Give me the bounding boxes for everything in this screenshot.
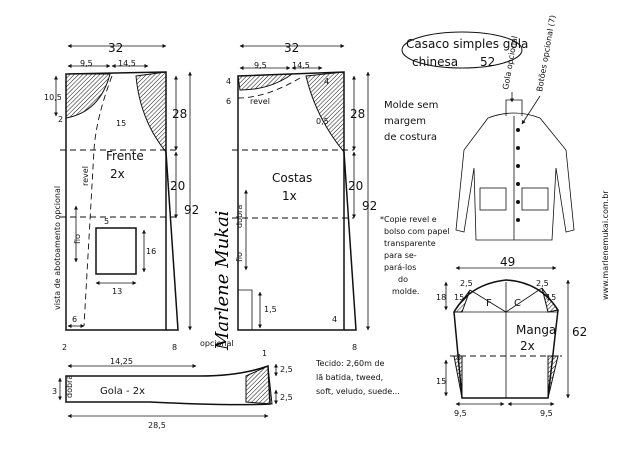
molde-line3: de costura — [384, 132, 437, 143]
manga-piece: 49 Manga 2x 18 15 15 2,5 2,5 62 15 3 9,5… — [436, 255, 587, 418]
manga-name: Manga — [516, 323, 556, 337]
copie-line1: *Copie revel e — [380, 215, 437, 224]
frente-hem-bottom-right: 8 — [172, 343, 177, 352]
molde-line1: Molde sem — [384, 100, 438, 111]
manga-c: C — [514, 298, 521, 309]
tecido-line3: soft, veludo, suede... — [316, 387, 400, 396]
costas-width: 32 — [284, 41, 299, 55]
gola-l: 1 — [262, 349, 267, 358]
costas-armhole: 28 — [350, 107, 365, 121]
frente-armhole: 28 — [172, 107, 187, 121]
manga-top-r: 2,5 — [536, 279, 549, 288]
title-bubble — [401, 31, 523, 69]
costas-piece: 32 9,5 14,5 4 4 6 revel 28 0,5 20 92 Cos… — [200, 41, 377, 352]
frente-hem-left: 6 — [72, 315, 77, 324]
costas-shoulder: 14,5 — [292, 61, 310, 70]
gola-h2: 2,5 — [280, 393, 293, 402]
frente-neck: 9,5 — [80, 59, 93, 68]
frente-shoulder: 14,5 — [118, 59, 136, 68]
signature: Marlene Mukai — [212, 210, 233, 351]
title-size: 52 — [480, 55, 495, 69]
costas-lower: 20 — [348, 179, 363, 193]
gola-h1: 2,5 — [280, 365, 293, 374]
costas-neck: 9,5 — [254, 61, 267, 70]
frente-name: Frente — [106, 149, 144, 163]
frente-side-drop: 2 — [58, 115, 63, 124]
manga-total: 62 — [572, 325, 587, 339]
costas-revel: revel — [250, 97, 270, 106]
frente-count: 2x — [110, 167, 125, 181]
frente-bolso-h: 16 — [146, 247, 156, 256]
manga-mark: 3 — [456, 353, 461, 362]
costas-fio: fio — [235, 252, 244, 262]
frente-piece: 32 9,5 14,5 10,5 2 28 15 20 92 Frente 2x… — [44, 41, 199, 352]
frente-neck-drop: 10,5 — [44, 93, 62, 102]
costas-c: 6 — [226, 97, 231, 106]
manga-width: 49 — [500, 255, 515, 269]
costas-side: 4 — [332, 315, 337, 324]
copie-line4: para se- — [384, 251, 417, 260]
frente-bolso-w: 13 — [112, 287, 122, 296]
manga-bottom-l: 9,5 — [454, 409, 467, 418]
manga-lower: 15 — [436, 377, 446, 386]
costas-vent: 1,5 — [264, 305, 277, 314]
title-line2: chinesa — [412, 55, 458, 69]
costas-b: 4 — [324, 77, 329, 86]
manga-top-l: 2,5 — [460, 279, 473, 288]
gola-piece: Gola - 2x 14,25 28,5 2,5 2,5 3 1 dobra — [52, 349, 293, 430]
costas-count: 1x — [282, 189, 297, 203]
copie-line3: transparente — [384, 239, 436, 248]
copie-line7: molde. — [392, 287, 419, 296]
costas-name: Costas — [272, 171, 312, 185]
manga-cap: 18 — [436, 293, 446, 302]
costas-total: 92 — [362, 199, 377, 213]
frente-width: 32 — [108, 41, 123, 55]
costas-opcional: opcional — [200, 339, 234, 348]
frente-vista: vista de abotoamento opcional — [53, 186, 62, 310]
manga-f: F — [486, 298, 492, 309]
copie-line6: do — [398, 275, 408, 284]
copie-line5: pará-los — [384, 263, 416, 272]
gola-dobra: dobra — [65, 375, 74, 398]
manga-cap-right: 15 — [546, 293, 556, 302]
frente-bolso-top: 5 — [104, 217, 109, 226]
gola-bottom: 28,5 — [148, 421, 166, 430]
title-line1: Casaco simples gola — [406, 37, 528, 51]
frente-hem-bottom-left: 2 — [62, 343, 67, 352]
costas-armhole-mark: 0,5 — [316, 117, 329, 126]
frente-total: 92 — [184, 203, 199, 217]
gola-name: Gola - 2x — [100, 386, 145, 397]
frente-fio: fio — [73, 234, 82, 244]
manga-bottom-r: 9,5 — [540, 409, 553, 418]
manga-count: 2x — [520, 339, 535, 353]
molde-line2: margem — [384, 116, 426, 127]
costas-bottom-right: 8 — [352, 343, 357, 352]
copie-line2: bolso com papel — [384, 227, 450, 236]
frente-armhole-mark: 15 — [116, 119, 126, 128]
manga-cap-left: 15 — [454, 293, 464, 302]
gola-h3: 3 — [52, 387, 57, 396]
costas-a: 4 — [226, 77, 231, 86]
tecido-line2: lã batida, tweed, — [316, 373, 383, 382]
frente-revel: revel — [81, 166, 90, 186]
website: www.marlenemukai.com.br — [601, 190, 610, 300]
costas-dobra: dobra — [235, 205, 244, 228]
frente-lower: 20 — [170, 179, 185, 193]
tecido-line1: Tecido: 2,60m de — [315, 359, 385, 368]
botoes-opcional-label: Botões opcional (7) — [535, 14, 557, 92]
gola-top: 14,25 — [110, 357, 133, 366]
